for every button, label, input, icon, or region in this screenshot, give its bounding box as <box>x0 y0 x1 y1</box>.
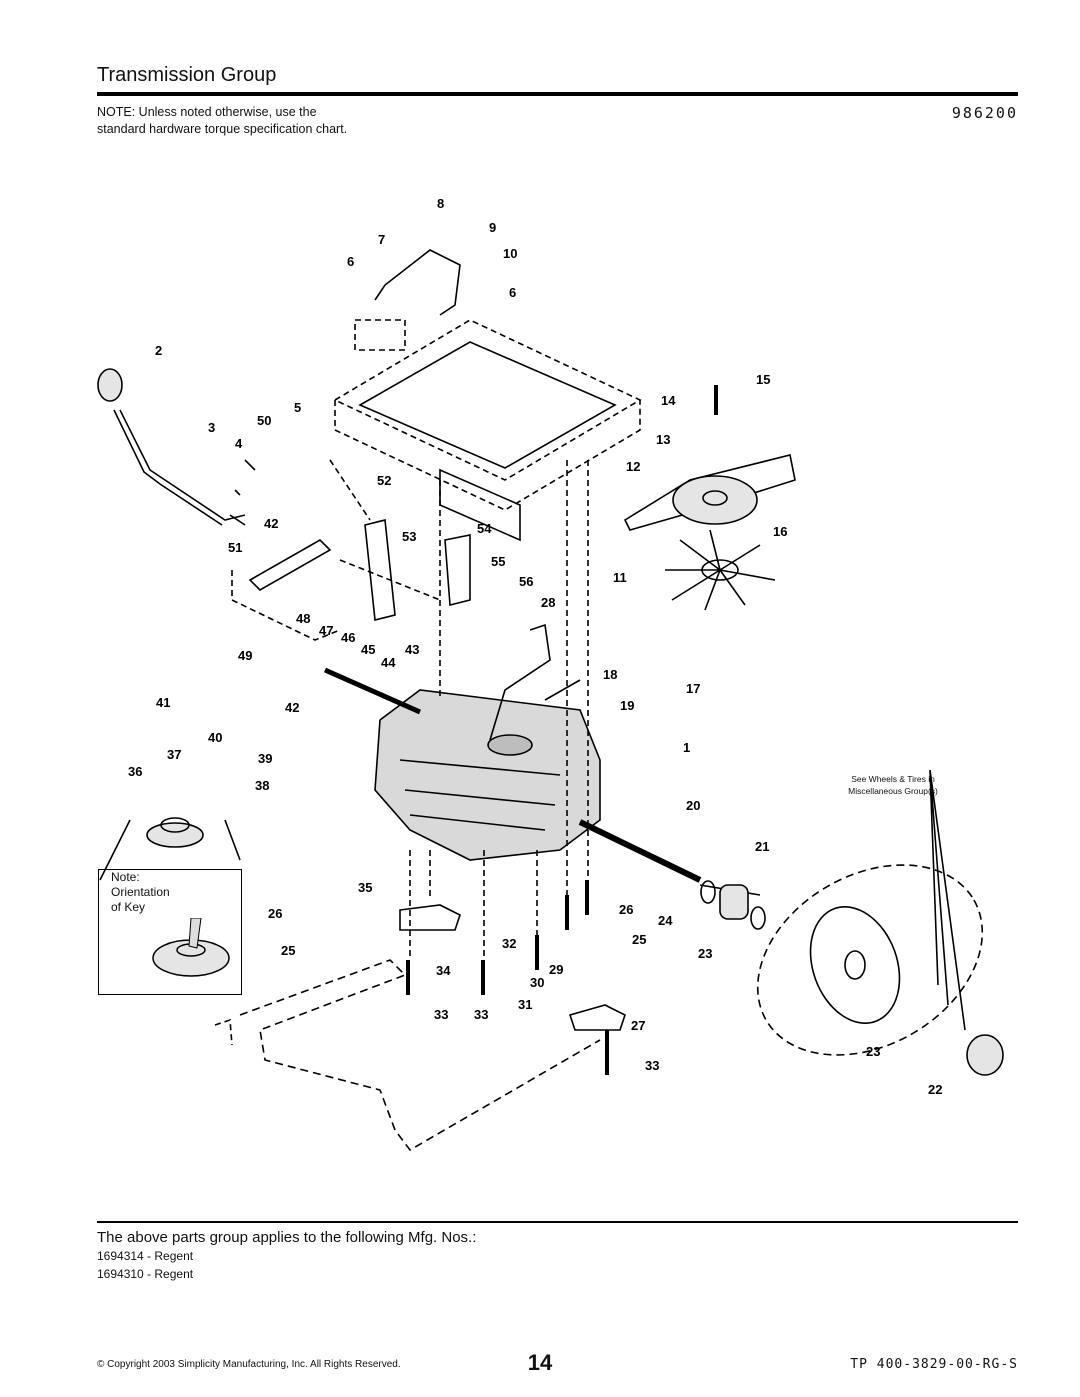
mfg-number: 1694310 - Regent <box>97 1267 194 1281</box>
callout-label: 22 <box>928 1082 942 1097</box>
callout-label: 39 <box>258 751 272 766</box>
callout-label: 49 <box>238 648 252 663</box>
callout-label: 37 <box>167 747 181 762</box>
callout-label: 34 <box>436 963 451 978</box>
callout-label: 19 <box>620 698 634 713</box>
callout-label: 33 <box>434 1007 448 1022</box>
callout-label: 32 <box>502 936 516 951</box>
callout-label: 18 <box>603 667 617 682</box>
callout-label: 1 <box>683 740 690 755</box>
key-note-line: Orientation <box>111 885 170 899</box>
input-pulley <box>146 817 204 848</box>
callout-label: 25 <box>281 943 295 958</box>
bracket-34 <box>399 904 461 931</box>
callout-label: 24 <box>658 913 673 928</box>
callout-label: 21 <box>755 839 769 854</box>
applies-text: The above parts group applies to the fol… <box>97 1229 477 1246</box>
callout-labels: 8 9 7 10 6 6 2 15 14 5 50 3 13 4 12 52 1… <box>128 196 942 1097</box>
key-note-line: Note: <box>111 870 140 884</box>
callout-label: 3 <box>208 420 215 435</box>
callout-label: 33 <box>474 1007 488 1022</box>
callout-label: 12 <box>626 459 640 474</box>
callout-label: 46 <box>341 630 355 645</box>
page-title: Transmission Group <box>97 64 277 86</box>
shift-arm <box>364 519 396 621</box>
callout-label: 9 <box>489 220 496 235</box>
callout-label: 2 <box>155 343 162 358</box>
shift-lever <box>97 368 246 526</box>
callout-label: 26 <box>268 906 282 921</box>
title-rule <box>97 92 1018 96</box>
mfg-number: 1694314 - Regent <box>97 1249 194 1263</box>
callout-label: 27 <box>631 1018 645 1033</box>
callout-label: 23 <box>866 1044 880 1059</box>
callout-label: 8 <box>437 196 444 211</box>
callout-label: 30 <box>530 975 544 990</box>
callout-label: 43 <box>405 642 419 657</box>
callout-label: 56 <box>519 574 533 589</box>
document-number: TP 400-3829-00-RG-S <box>850 1357 1018 1372</box>
callout-label: 48 <box>296 611 310 626</box>
callout-label: 4 <box>235 436 243 451</box>
callout-label: 13 <box>656 432 670 447</box>
callout-label: 38 <box>255 778 269 793</box>
callout-label: 52 <box>377 473 391 488</box>
callout-label: 42 <box>264 516 278 531</box>
frame-seat-pan <box>333 319 642 542</box>
pulley-belt <box>623 385 796 531</box>
callout-label: 5 <box>294 400 301 415</box>
callout-label: 7 <box>378 232 385 247</box>
wheel-tire <box>756 769 984 1056</box>
callout-label: 41 <box>156 695 170 710</box>
transaxle <box>323 667 702 883</box>
callout-label: 45 <box>361 642 375 657</box>
page-number: 14 <box>527 1350 553 1375</box>
linkage-plate <box>248 539 332 591</box>
callout-label: 31 <box>518 997 532 1012</box>
callout-label: 36 <box>128 764 142 779</box>
callout-label: 29 <box>549 962 563 977</box>
callout-label: 35 <box>358 880 372 895</box>
callout-label: 15 <box>756 372 770 387</box>
callout-label: 11 <box>613 570 627 585</box>
callout-label: 33 <box>645 1058 659 1073</box>
callout-label: 44 <box>381 655 396 670</box>
key-note-line: of Key <box>111 900 146 914</box>
cooling-fan <box>665 529 776 611</box>
pulley-key-icon <box>152 918 230 977</box>
bracket-55 <box>444 534 471 607</box>
bracket-27 <box>568 1004 626 1031</box>
callout-label: 6 <box>509 285 516 300</box>
callout-label: 14 <box>661 393 676 408</box>
callout-label: 25 <box>632 932 646 947</box>
callout-label: 47 <box>319 623 333 638</box>
torque-note: NOTE: Unless noted otherwise, use the st… <box>97 105 348 136</box>
callout-label: 6 <box>347 254 354 269</box>
callout-label: 26 <box>619 902 633 917</box>
wheels-tires-note: See Wheels & Tires in Miscellaneous Grou… <box>848 774 938 796</box>
callout-label: 53 <box>402 529 416 544</box>
callout-label: 20 <box>686 798 700 813</box>
copyright: © Copyright 2003 Simplicity Manufacturin… <box>97 1359 401 1370</box>
callout-label: 42 <box>285 700 299 715</box>
key-orientation-note: Note: Orientation of Key <box>98 869 242 995</box>
callout-label: 54 <box>477 521 492 536</box>
seat-bracket <box>374 249 461 316</box>
callout-label: 17 <box>686 681 700 696</box>
callout-label: 50 <box>257 413 271 428</box>
footer-rule <box>97 1221 1018 1223</box>
callout-label: 23 <box>698 946 712 961</box>
callout-label: 28 <box>541 595 555 610</box>
callout-label: 40 <box>208 730 222 745</box>
callout-label: 10 <box>503 246 517 261</box>
callout-label: 16 <box>773 524 787 539</box>
callout-label: 51 <box>228 540 242 555</box>
shift-knob <box>97 368 123 402</box>
model-number: 986200 <box>951 104 1018 122</box>
callout-label: 55 <box>491 554 505 569</box>
